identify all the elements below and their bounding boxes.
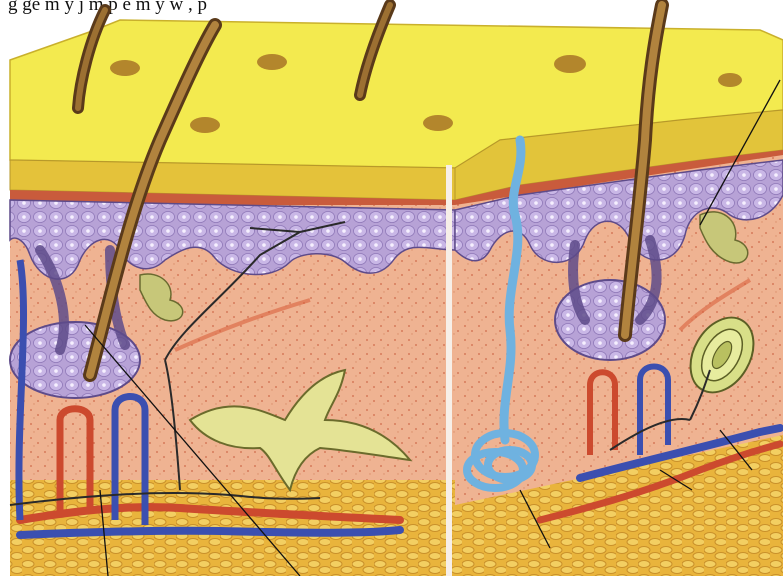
vein-front (20, 530, 400, 535)
